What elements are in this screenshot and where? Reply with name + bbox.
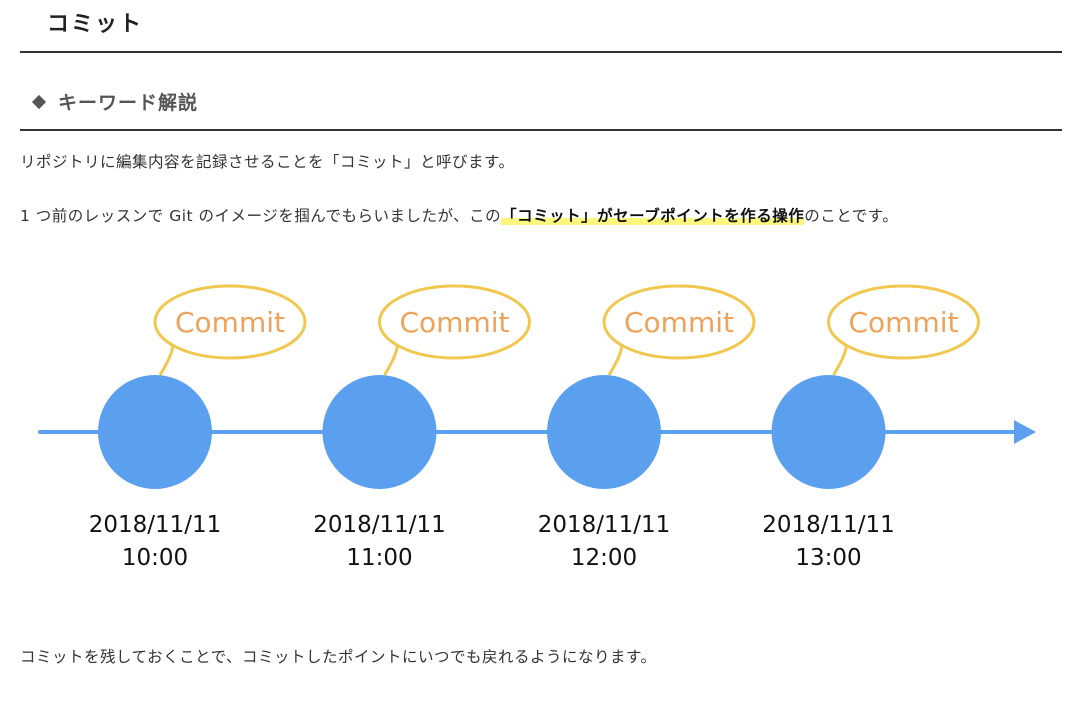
paragraph-intro: リポジトリに編集内容を記録させることを「コミット」と呼びます。 — [20, 153, 515, 171]
commit-timeline-diagram: Commit 2018/11/11 10:00 Commit 2018/11/11 11:… — [38, 284, 1036, 571]
speech-bubble — [378, 284, 531, 360]
section-divider — [20, 129, 1062, 131]
commit-label: Commit — [849, 306, 959, 339]
commit-label: Commit — [624, 306, 734, 339]
speech-bubble-tail — [832, 343, 848, 376]
timeline-arrow-icon — [1014, 420, 1036, 444]
section-heading: キーワード解説 — [30, 88, 198, 115]
speech-bubble-tail — [383, 343, 399, 376]
speech-bubble — [827, 284, 980, 360]
commit-node — [547, 375, 661, 489]
commit-node — [98, 375, 212, 489]
commit-date: 2018/11/11 — [313, 512, 446, 538]
commit-node — [322, 375, 437, 489]
diamond-icon — [31, 94, 47, 110]
section-heading-text: キーワード解説 — [58, 92, 199, 114]
paragraph-summary: コミットを残しておくことで、コミットしたポイントにいつでも戻れるようになります。 — [20, 648, 657, 666]
speech-bubble-tail — [158, 343, 175, 376]
highlighted-text: 「コミット」がセーブポイントを作る操作 — [501, 207, 805, 225]
commit-time: 11:00 — [346, 545, 412, 571]
speech-bubble — [153, 284, 307, 360]
commit-time: 10:00 — [122, 545, 188, 571]
text: のことです。 — [804, 207, 899, 225]
page-title: コミット — [47, 12, 144, 37]
commit-label: Commit — [400, 306, 510, 339]
speech-bubble-tail — [607, 343, 624, 376]
commit-label: Commit — [175, 306, 285, 339]
commit-date: 2018/11/11 — [762, 512, 895, 538]
speech-bubble — [602, 284, 756, 360]
paragraph-commit: 1 つ前のレッスンで Git のイメージを掴んでもらいましたが、この「コミット」… — [20, 204, 898, 226]
commit-time: 12:00 — [571, 545, 637, 571]
commit-time: 13:00 — [795, 545, 861, 571]
commit-date: 2018/11/11 — [89, 512, 222, 538]
commit-node — [771, 375, 886, 489]
title-divider — [20, 51, 1062, 53]
text: 1 つ前のレッスンで Git のイメージを掴んでもらいましたが、この — [20, 207, 502, 225]
commit-date: 2018/11/11 — [538, 512, 671, 538]
